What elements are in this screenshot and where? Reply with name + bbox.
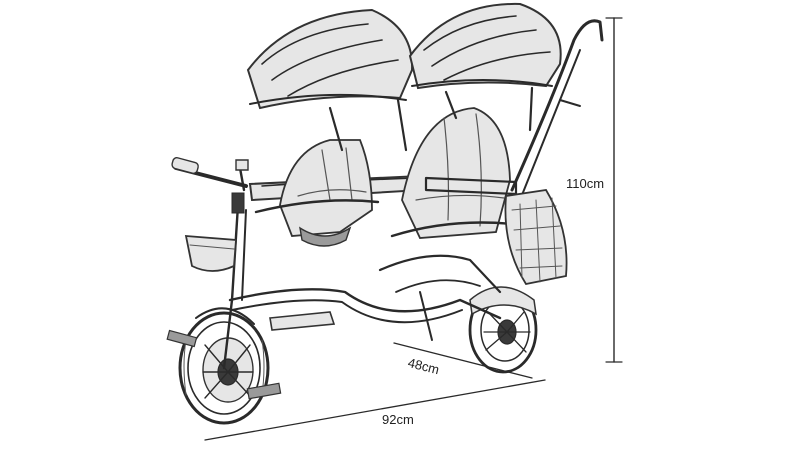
- width-dimension-line: [204, 379, 546, 441]
- right-canopy: [408, 2, 562, 132]
- storage-bag: [504, 189, 568, 286]
- front-left-wheel: [166, 311, 282, 425]
- height-label: 110cm: [566, 176, 605, 191]
- left-canopy: [246, 8, 414, 152]
- right-seat: [390, 107, 518, 239]
- width-label: 92cm: [382, 412, 414, 427]
- push-handle: [510, 19, 604, 201]
- left-seat: [254, 139, 380, 247]
- rear-right-wheel: [468, 286, 538, 374]
